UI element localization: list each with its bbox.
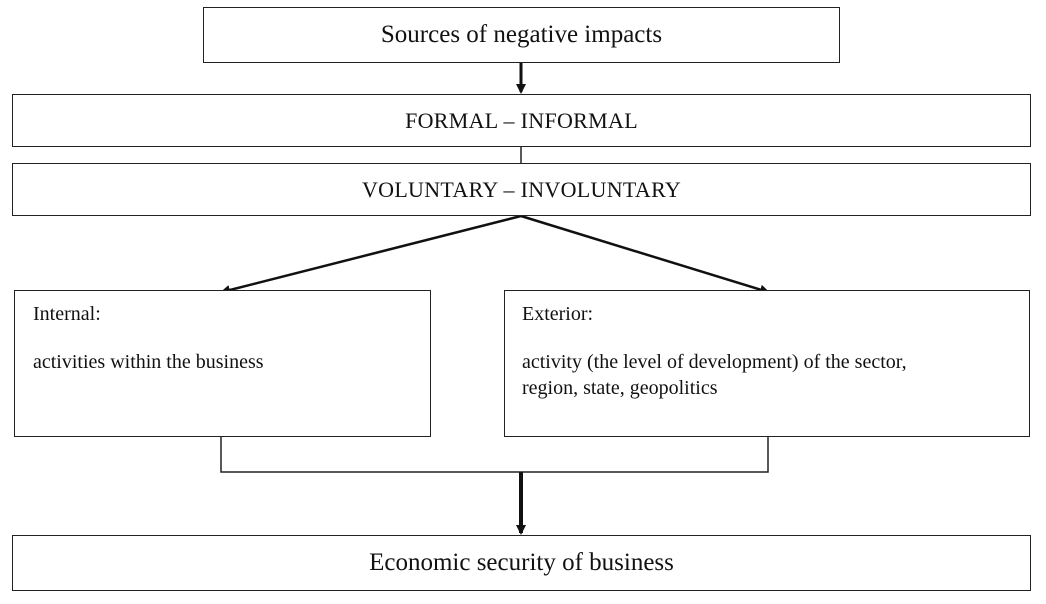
arrow-to-exterior — [520, 214, 770, 295]
internal-box: Internal: activities within the business — [14, 290, 431, 437]
bracket-internal-exterior — [220, 437, 769, 473]
exterior-heading: Exterior: — [522, 303, 594, 325]
exterior-text-line2: region, state, geopolitics — [522, 377, 718, 399]
formal-informal-box: FORMAL – INFORMAL — [12, 94, 1031, 147]
exterior-text-line1: activity (the level of development) of t… — [522, 351, 907, 373]
internal-text: activities within the business — [33, 351, 264, 373]
exterior-box: Exterior: activity (the level of develop… — [504, 290, 1030, 437]
economic-security-box: Economic security of business — [12, 535, 1031, 591]
arrow-to-internal — [220, 214, 522, 295]
sources-box: Sources of negative impacts — [203, 7, 840, 63]
voluntary-involuntary-label: VOLUNTARY – INVOLUNTARY — [361, 176, 682, 202]
internal-heading: Internal: — [33, 303, 101, 325]
sources-label: Sources of negative impacts — [380, 21, 663, 48]
voluntary-involuntary-box: VOLUNTARY – INVOLUNTARY — [12, 163, 1031, 216]
formal-informal-label: FORMAL – INFORMAL — [405, 107, 638, 133]
economic-security-label: Economic security of business — [369, 549, 674, 576]
